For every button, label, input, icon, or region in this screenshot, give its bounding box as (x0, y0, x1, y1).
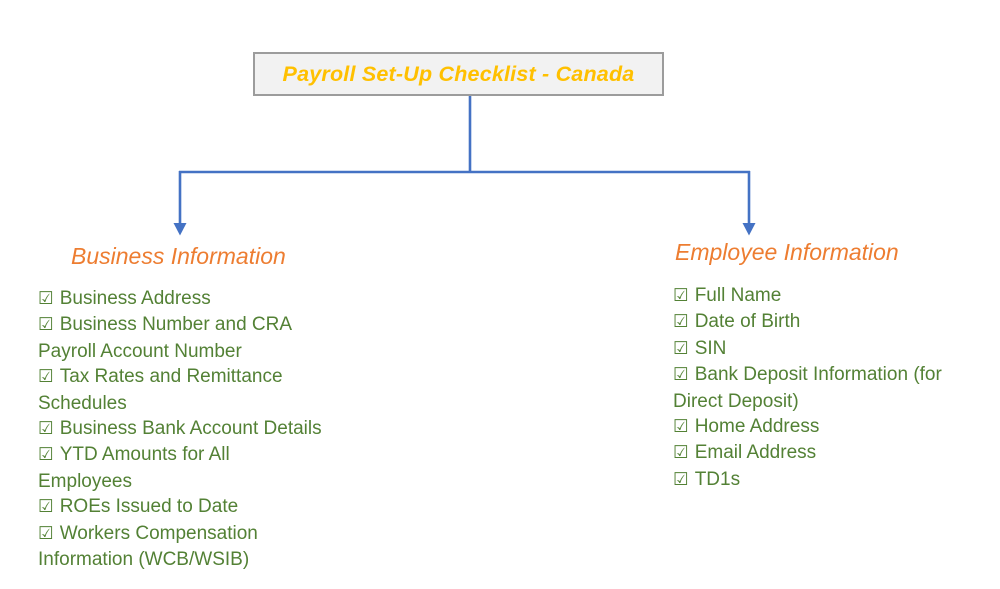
checked-checkbox-icon: ☑ (38, 289, 54, 309)
checklist-item-label: Business Number and CRA Payroll Account … (38, 314, 293, 362)
checked-checkbox-icon: ☑ (38, 523, 54, 544)
checklist-item-label: TD1s (694, 468, 741, 490)
checklist-item: ☑Tax Rates and Remittance Schedules (38, 364, 368, 416)
checklist-item-label: Business Address (59, 288, 211, 309)
checklist-item: ☑Bank Deposit Information (for Direct De… (673, 362, 1000, 414)
arrowhead-down-icon (173, 223, 187, 236)
employee-information-checklist: ☑Full Name☑Date of Birth☑SIN☑Bank Deposi… (673, 283, 1000, 493)
checklist-item-label: Tax Rates and Remittance Schedules (38, 366, 283, 414)
checklist-item-label: YTD Amounts for All Employees (38, 444, 230, 492)
checked-checkbox-icon: ☑ (38, 419, 54, 440)
checklist-item: ☑ROEs Issued to Date (38, 494, 368, 520)
checklist-item: ☑Business Bank Account Details (38, 416, 368, 442)
checklist-item: ☑Email Address (673, 440, 1000, 466)
checked-checkbox-icon: ☑ (673, 286, 689, 306)
checked-checkbox-icon: ☑ (673, 469, 689, 490)
title-box: Payroll Set-Up Checklist - Canada (253, 52, 664, 96)
diagram-title: Payroll Set-Up Checklist - Canada (282, 61, 635, 86)
business-information-checklist: ☑Business Address☑Business Number and CR… (38, 286, 368, 572)
checked-checkbox-icon: ☑ (38, 445, 54, 466)
checklist-item-label: Date of Birth (694, 311, 801, 333)
checklist-item: ☑Full Name (673, 283, 1000, 309)
checklist-item-label: SIN (694, 337, 727, 359)
checklist-item-label: Business Bank Account Details (59, 418, 322, 440)
checklist-item-label: Bank Deposit Information (for Direct Dep… (673, 364, 942, 412)
checklist-item-label: Home Address (694, 416, 820, 438)
checked-checkbox-icon: ☑ (673, 365, 689, 386)
arrowhead-down-icon (742, 223, 756, 236)
checklist-item-label: Workers Compensation Information (WCB/WS… (38, 522, 258, 571)
checked-checkbox-icon: ☑ (38, 367, 54, 388)
checked-checkbox-icon: ☑ (673, 417, 689, 438)
checked-checkbox-icon: ☑ (673, 443, 689, 464)
checklist-item: ☑YTD Amounts for All Employees (38, 442, 368, 494)
checklist-item: ☑Business Number and CRA Payroll Account… (38, 312, 368, 364)
checklist-item: ☑TD1s (673, 467, 1000, 493)
checklist-item-label: Full Name (694, 285, 782, 306)
checklist-item: ☑SIN (673, 336, 1000, 362)
section-heading-employee-information: Employee Information (675, 239, 899, 265)
checklist-item: ☑Date of Birth (673, 309, 1000, 335)
checklist-item: ☑Business Address (38, 286, 368, 312)
section-heading-business-information: Business Information (71, 243, 286, 269)
checked-checkbox-icon: ☑ (673, 338, 689, 359)
checklist-item-label: Email Address (694, 442, 817, 464)
checklist-item-label: ROEs Issued to Date (59, 496, 239, 518)
checklist-item: ☑Home Address (673, 414, 1000, 440)
checked-checkbox-icon: ☑ (38, 497, 54, 518)
checklist-item: ☑Workers Compensation Information (WCB/W… (38, 521, 368, 573)
checked-checkbox-icon: ☑ (673, 312, 689, 333)
checked-checkbox-icon: ☑ (38, 315, 54, 336)
